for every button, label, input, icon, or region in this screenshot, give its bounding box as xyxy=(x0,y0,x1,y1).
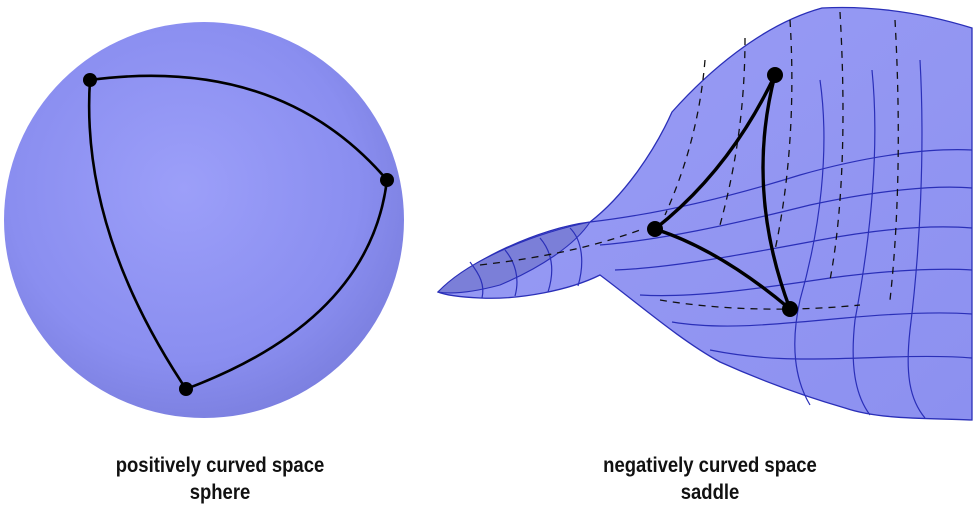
saddle-triangle-edge-top xyxy=(653,74,777,231)
sphere-surface xyxy=(4,22,404,418)
saddle-figure xyxy=(436,6,973,421)
sphere-caption: positively curved space sphere xyxy=(79,452,361,506)
sphere-caption-line1: positively curved space xyxy=(115,454,325,477)
sphere-triangle-edge-right xyxy=(185,179,389,391)
saddle-triangle-edge-bottom xyxy=(654,227,792,311)
saddle-caption: negatively curved space saddle xyxy=(560,452,859,506)
saddle-caption-line2: saddle xyxy=(680,481,740,504)
saddle-surface xyxy=(436,6,973,421)
sphere-figure xyxy=(4,22,404,418)
sphere-vertex xyxy=(179,382,193,396)
sphere-caption-line2: sphere xyxy=(189,481,251,504)
curvature-diagram xyxy=(4,6,973,421)
saddle-grid-dashed xyxy=(479,11,899,310)
saddle-grid-solid xyxy=(469,59,973,419)
saddle-caption-line1: negatively curved space xyxy=(603,454,817,477)
sphere-triangle xyxy=(87,74,389,391)
saddle-vertex xyxy=(767,67,783,83)
sphere-triangle-edge-left xyxy=(87,79,188,390)
sphere-vertex xyxy=(83,73,97,87)
saddle-triangle xyxy=(653,74,792,311)
saddle-vertex xyxy=(647,221,663,237)
saddle-vertex xyxy=(782,301,798,317)
sphere-vertex xyxy=(380,173,394,187)
saddle-triangle-edge-right xyxy=(761,74,792,310)
sphere-triangle-edge-top xyxy=(89,74,388,181)
